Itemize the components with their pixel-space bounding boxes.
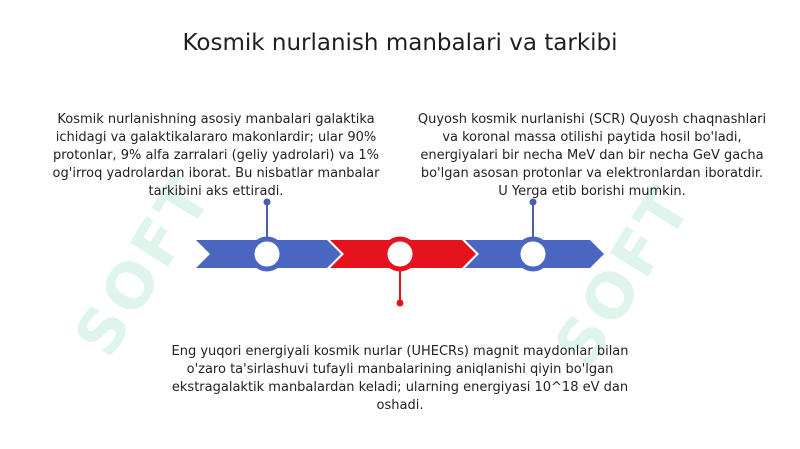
pin-left-dot: [263, 198, 271, 206]
page-title: Kosmik nurlanish manbalari va tarkibi: [182, 30, 618, 56]
description-left: Kosmik nurlanishning asosiy manbalari ga…: [52, 112, 380, 199]
pin-center-dot: [396, 299, 404, 307]
node-left: [249, 236, 285, 272]
node-right: [515, 236, 551, 272]
description-right: Quyosh kosmik nurlanishi (SCR) Quyosh ch…: [417, 112, 767, 199]
pin-right-dot: [529, 198, 537, 206]
node-center: [382, 236, 418, 272]
description-bottom: Eng yuqori energiyali kosmik nurlar (UHE…: [171, 344, 629, 413]
